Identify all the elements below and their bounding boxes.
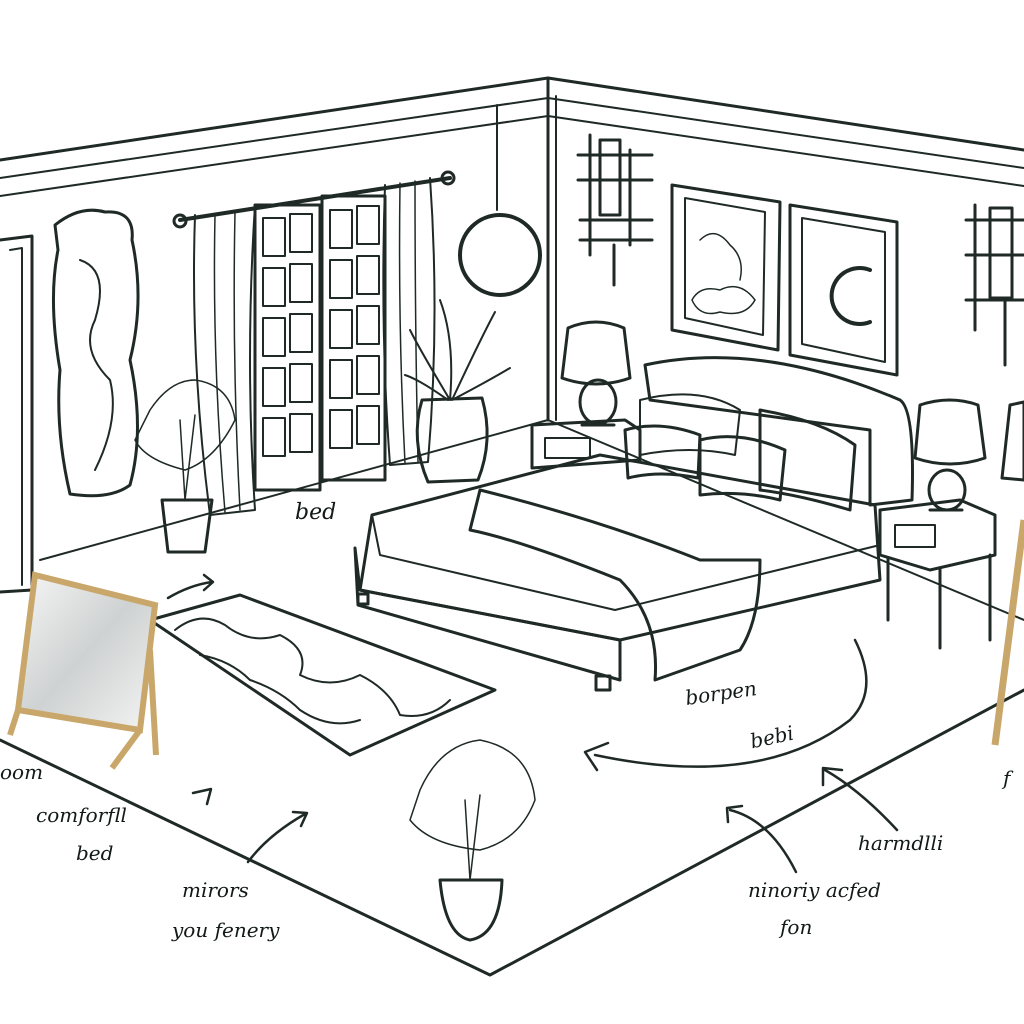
annotation-comfortable-bed-line2: bed [76, 841, 114, 865]
bed [353, 356, 914, 692]
hanging-round-mirror [458, 104, 542, 297]
potted-plant-window [404, 299, 511, 484]
wall-ornament-right [964, 203, 1024, 367]
wall-mirror [51, 208, 140, 498]
lamp-left [560, 320, 632, 427]
annotation-arrows [166, 573, 899, 874]
potted-plant-left [134, 379, 236, 554]
annotation-edge-f: f [1003, 766, 1011, 790]
left-doorway [0, 234, 34, 594]
floor-mirror [7, 571, 159, 770]
lamp-right [913, 398, 987, 512]
annotation-bed: bed [295, 500, 337, 525]
lamp-far-right-partial [1000, 400, 1024, 482]
annotation-comfortable-bed-line1: comforfll [36, 803, 127, 827]
wall-ornament-left [576, 133, 654, 287]
standing-easel-right [991, 519, 1024, 746]
framed-art-lotus [670, 183, 782, 352]
annotation-mirrors-line1: mirors [182, 878, 249, 902]
annotation-minorily-line2: fon [780, 915, 813, 939]
annotation-mirrors-line2: you fenery [172, 918, 280, 942]
potted-plant-floor [409, 739, 536, 942]
annotation-minorily-line1: ninoriy acfed [748, 878, 881, 902]
nightstand-right [878, 498, 997, 650]
annotation-harmdlli: harmdlli [858, 831, 944, 855]
french-doors [172, 170, 456, 516]
framed-art-moon [788, 203, 899, 377]
rug [148, 593, 497, 757]
annotation-room: oom [0, 760, 44, 784]
